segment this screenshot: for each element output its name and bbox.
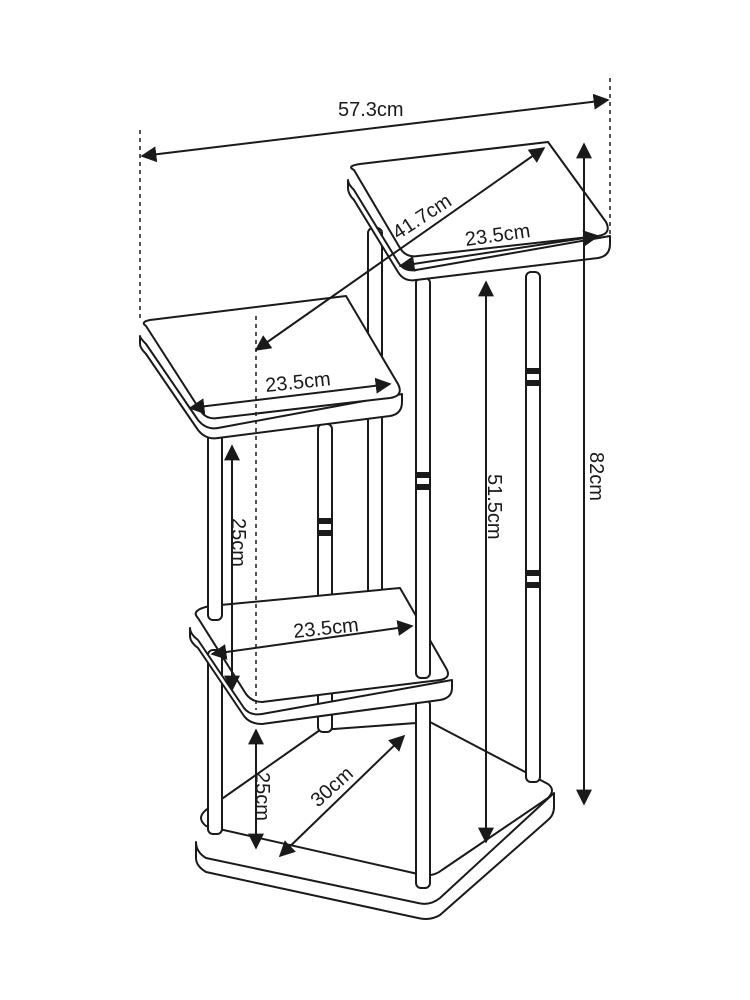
arrow-middle-shelf-width <box>188 377 392 415</box>
top-shelf <box>347 141 611 282</box>
arrow-lower-shelf-width <box>210 620 414 660</box>
lower-shelf <box>189 587 453 725</box>
dimension-arrows <box>140 93 610 858</box>
arrow-base-depth <box>278 734 406 858</box>
label-overall-height: 82cm <box>585 452 607 501</box>
middle-poles <box>207 277 431 679</box>
pole-band <box>416 472 430 478</box>
middle-shelf <box>139 295 403 440</box>
pole-band <box>526 368 540 374</box>
pole-band <box>318 530 332 536</box>
arrow-overall-width <box>140 93 610 163</box>
label-overall-width: 57.3cm <box>338 99 404 121</box>
pole-band <box>526 380 540 386</box>
label-tall-pole: 51.5cm <box>483 474 505 540</box>
label-bottom-gap: 25cm <box>251 772 273 821</box>
pole-band <box>416 484 430 490</box>
pole-band <box>526 570 540 576</box>
label-middle-gap: 25cm <box>227 518 249 567</box>
base-platform <box>195 721 555 920</box>
pole-band <box>526 582 540 588</box>
pole-band <box>318 518 332 524</box>
arrow-top-shelf-width <box>398 230 600 272</box>
